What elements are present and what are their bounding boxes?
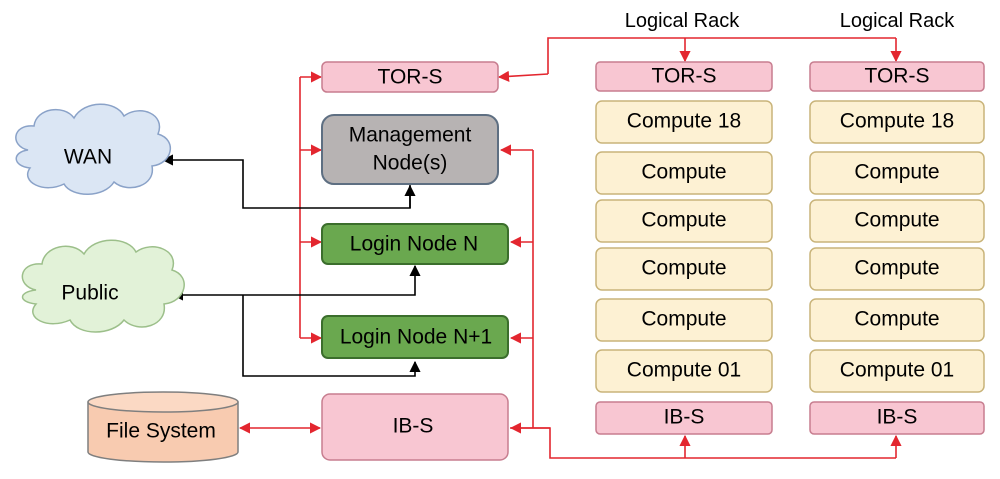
login-node-n1-box xyxy=(321,315,509,359)
logical-rack-2: Logical Rack TOR-S Compute 18 Compute Co… xyxy=(809,10,985,435)
rack-1-title: Logical Rack xyxy=(625,10,741,32)
rack-1-compute-label: Compute xyxy=(641,209,726,232)
file-system-top xyxy=(87,391,239,413)
uplink-to-tor-arrow xyxy=(497,70,549,82)
rack-2-compute-label: Compute 18 xyxy=(840,110,954,133)
login-node-n1: Login Node N+1 xyxy=(321,315,509,359)
rack-1-compute-label: Compute xyxy=(641,257,726,280)
rack-2-tor-box xyxy=(809,61,985,92)
head-tor-box xyxy=(321,61,499,93)
head-tor-label: TOR-S xyxy=(378,66,443,89)
public-cloud: Public xyxy=(21,239,185,333)
rack-2-ib-box xyxy=(809,401,985,435)
rack-2-compute-box xyxy=(809,100,985,144)
management-node: Management Node(s) xyxy=(321,114,499,185)
rack-1-compute-box xyxy=(595,349,773,393)
wan-cloud: WAN xyxy=(15,103,172,195)
rack-2-compute-box xyxy=(809,247,985,291)
rack-1-compute-label: Compute xyxy=(641,161,726,184)
head-ib-box xyxy=(321,393,509,461)
head-tor-switch: TOR-S xyxy=(321,61,499,93)
rack-1-compute-label: Compute xyxy=(641,308,726,331)
rack-2-compute-box xyxy=(809,349,985,393)
rack-1-compute-label: Compute 18 xyxy=(627,110,741,133)
rack-1-ib-label: IB-S xyxy=(664,406,705,429)
public-to-login-n1-link xyxy=(242,295,421,377)
wan-label: WAN xyxy=(64,146,112,169)
rack-1-ib-box xyxy=(595,401,773,435)
rack-2-ib-label: IB-S xyxy=(877,406,918,429)
login-node-n: Login Node N xyxy=(321,223,509,265)
tor-uplink-line xyxy=(547,37,896,74)
file-system-body xyxy=(87,402,239,463)
rack-2-compute-label: Compute xyxy=(854,308,939,331)
login-node-n-box xyxy=(321,223,509,265)
rack-2-compute-label: Compute 01 xyxy=(840,359,954,382)
rack-2-compute-box xyxy=(809,151,985,195)
file-system: File System xyxy=(87,391,239,463)
rack-2-compute-label: Compute xyxy=(854,209,939,232)
rack-1-compute-box xyxy=(595,151,773,195)
rack-1-compute-box xyxy=(595,199,773,243)
rack-2-compute-box xyxy=(809,199,985,243)
rack-2-compute-label: Compute xyxy=(854,257,939,280)
public-cloud-shape xyxy=(21,239,185,333)
login-node-n1-label: Login Node N+1 xyxy=(340,326,492,349)
black-links xyxy=(161,154,421,377)
management-node-label-2: Node(s) xyxy=(373,152,448,175)
file-system-label: File System xyxy=(106,420,216,443)
head-ib-label: IB-S xyxy=(393,415,434,438)
rack-2-title: Logical Rack xyxy=(840,10,956,32)
rack-2-compute-box xyxy=(809,298,985,342)
rack-2-tor-label: TOR-S xyxy=(865,65,930,88)
public-to-login-n-link xyxy=(243,264,421,296)
rack-2-compute-label: Compute xyxy=(854,161,939,184)
rack-1-tor-box xyxy=(595,61,773,92)
wan-cloud-shape xyxy=(15,103,172,195)
management-node-label-1: Management xyxy=(349,124,472,147)
rack-1-tor-label: TOR-S xyxy=(652,65,717,88)
public-label: Public xyxy=(61,282,118,305)
rack-1-compute-box xyxy=(595,100,773,144)
rack-1-compute-box xyxy=(595,298,773,342)
red-links xyxy=(238,37,902,459)
rack-1-compute-label: Compute 01 xyxy=(627,359,741,382)
login-node-n-label: Login Node N xyxy=(350,233,478,256)
management-node-box xyxy=(321,114,499,185)
logical-rack-1: Logical Rack TOR-S Compute 18 Compute Co… xyxy=(595,10,773,435)
rack-1-compute-box xyxy=(595,247,773,291)
head-ib-switch: IB-S xyxy=(321,393,509,461)
